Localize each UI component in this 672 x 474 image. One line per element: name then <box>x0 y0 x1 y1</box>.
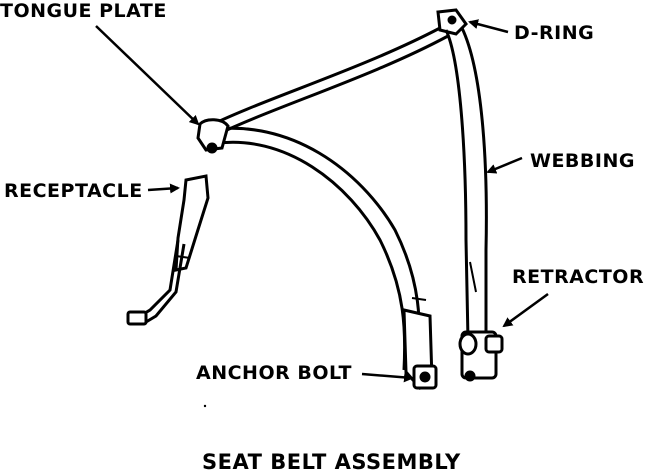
receptacle <box>126 174 210 326</box>
shoulder-webbing <box>444 27 488 341</box>
label-d-ring: D-RING <box>514 22 595 44</box>
label-receptacle: RECEPTACLE <box>4 180 143 202</box>
lap-belt <box>207 126 434 390</box>
label-anchor-bolt: ANCHOR BOLT <box>196 362 352 384</box>
leader-arrows <box>95 19 549 383</box>
retractor <box>458 330 504 382</box>
scan-speck <box>203 404 207 408</box>
anchor-bolt <box>412 364 438 390</box>
label-webbing: WEBBING <box>530 150 635 172</box>
tongue-plate <box>196 118 230 154</box>
label-retractor: RETRACTOR <box>512 266 645 288</box>
label-tongue-plate: TONGUE PLATE <box>0 0 167 22</box>
upper-strap <box>204 26 449 140</box>
figure-caption: SEAT BELT ASSEMBLY <box>202 450 461 474</box>
